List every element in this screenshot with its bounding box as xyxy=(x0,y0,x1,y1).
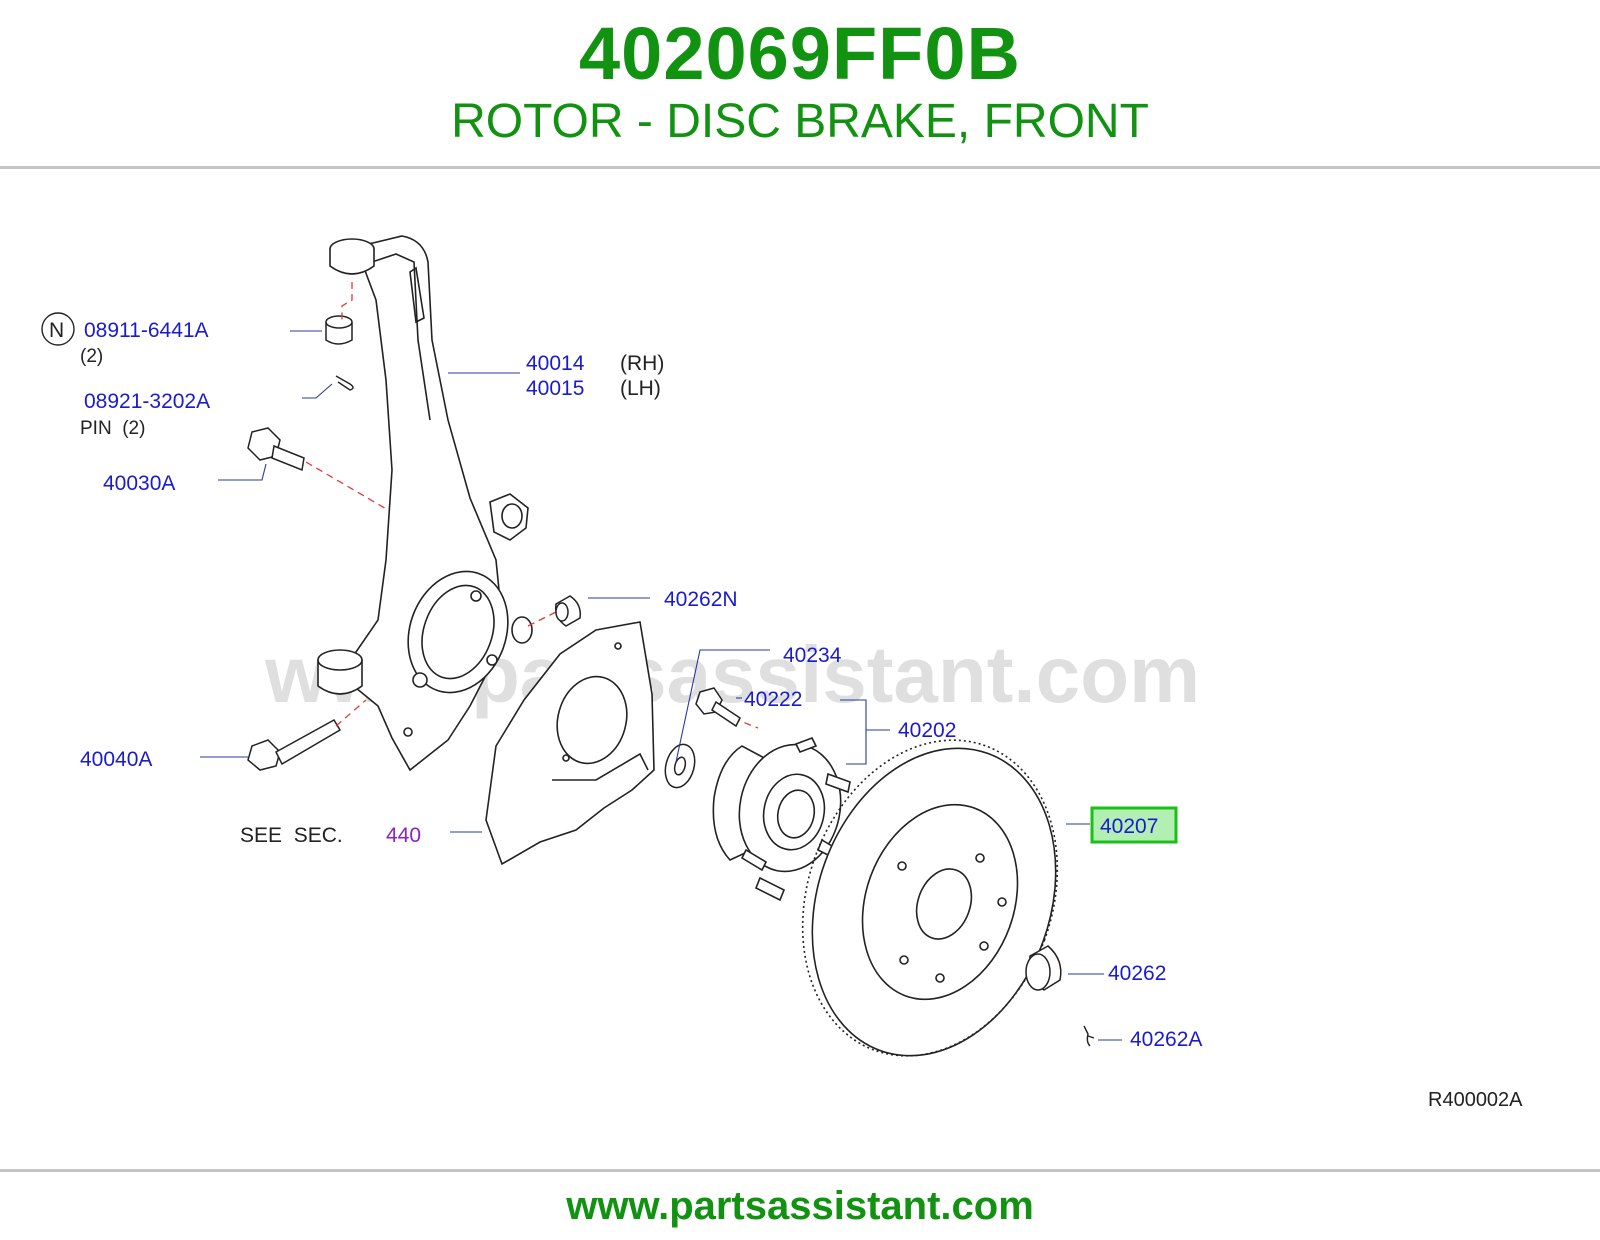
bolt-40030A xyxy=(247,427,305,472)
part-title: ROTOR - DISC BRAKE, FRONT xyxy=(451,95,1149,148)
hub-assembly-40202 xyxy=(712,736,851,902)
drawing-code: R400002A xyxy=(1428,1089,1523,1111)
callout-40015-side: (LH) xyxy=(620,377,661,400)
callout-40262N[interactable]: 40262N xyxy=(664,588,738,611)
callout-40207-highlight xyxy=(1090,806,1178,844)
callout-40234[interactable]: 40234 xyxy=(783,644,842,667)
nut-08911 xyxy=(325,315,353,345)
callout-40014[interactable]: 40014 xyxy=(526,352,585,375)
callout-40222[interactable]: 40222 xyxy=(744,688,802,711)
callout-08911-6441A[interactable]: 08911-6441A xyxy=(84,319,209,342)
callout-40030A[interactable]: 40030A xyxy=(103,472,175,495)
part-number: 402069FF0B xyxy=(579,12,1021,95)
footer-url[interactable]: www.partsassistant.com xyxy=(566,1184,1034,1228)
callout-08921-3202A[interactable]: 08921-3202A xyxy=(84,390,210,413)
callout-40014-side: (RH) xyxy=(620,352,664,375)
cotter-pin-40262A xyxy=(1083,1025,1095,1047)
bushing-40262N xyxy=(554,595,582,627)
hub-bolt-40222 xyxy=(695,687,741,728)
new-part-badge-letter: N xyxy=(49,319,64,342)
see-section-number[interactable]: 440 xyxy=(386,824,421,847)
new-part-badge-icon xyxy=(41,312,75,346)
backing-plate xyxy=(485,621,655,866)
callout-08921-desc: PIN (2) xyxy=(80,418,145,439)
callout-08911-qty: (2) xyxy=(80,346,103,367)
header-divider xyxy=(0,166,1600,169)
bolt-40040A xyxy=(247,718,342,771)
exploded-parts-diagram: www.partsassistant.com xyxy=(0,170,1600,1168)
callout-40202[interactable]: 40202 xyxy=(898,719,956,742)
callout-40015[interactable]: 40015 xyxy=(526,377,584,400)
steering-knuckle xyxy=(317,235,533,772)
leader-lines xyxy=(200,330,1122,1041)
callout-40207[interactable]: 40207 xyxy=(1100,815,1158,838)
callout-40262A[interactable]: 40262A xyxy=(1130,1028,1202,1051)
footer-divider xyxy=(0,1169,1600,1172)
washer-40234 xyxy=(664,743,696,789)
see-section-label: SEE SEC. xyxy=(240,824,343,847)
grease-cap-40262 xyxy=(1025,945,1062,991)
page-header: 402069FF0B ROTOR - DISC BRAKE, FRONT xyxy=(0,0,1600,168)
callout-40040A[interactable]: 40040A xyxy=(80,748,152,771)
cotter-pin-08921 xyxy=(335,375,354,391)
disc-brake-rotor-40207 xyxy=(801,739,1059,1057)
callout-40262[interactable]: 40262 xyxy=(1108,962,1166,985)
